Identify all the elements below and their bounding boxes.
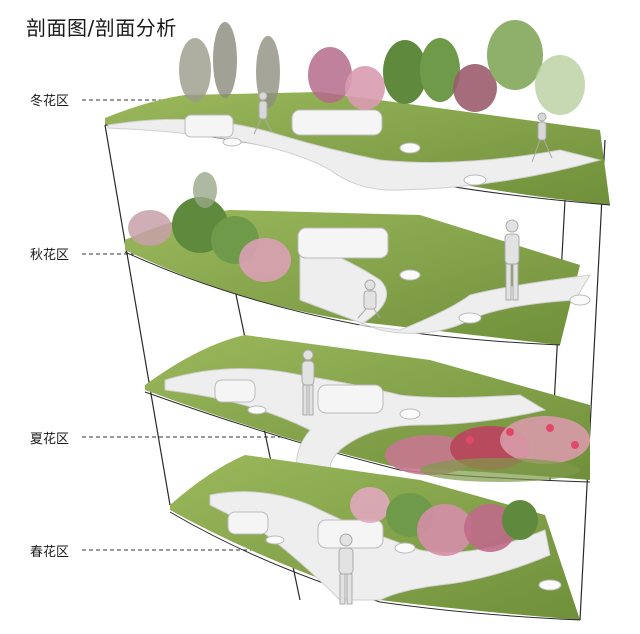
flower-bed-summer <box>385 416 590 482</box>
layer-label-spring: 春花区 <box>30 545 70 560</box>
stool-autumn-1 <box>399 269 421 281</box>
stool-autumn-3 <box>569 294 591 306</box>
path-winter <box>107 118 602 191</box>
stool-spring-1 <box>265 535 285 545</box>
slab-edge-spring <box>169 511 581 621</box>
bench-summer-2 <box>317 384 384 414</box>
stool-winter-2 <box>399 142 421 154</box>
human-figure-spring <box>338 533 354 605</box>
human-figure-autumn-standing <box>504 219 520 301</box>
stool-winter-1 <box>222 137 242 147</box>
stool-spring-2 <box>394 542 416 554</box>
frame-edge-left <box>104 124 171 506</box>
stool-summer-1 <box>247 405 267 415</box>
layer-label-winter: 冬花区 <box>30 94 70 109</box>
layer-label-summer: 夏花区 <box>30 432 70 447</box>
human-figure-winter-1 <box>253 91 273 135</box>
human-figure-autumn-sitting <box>357 279 381 319</box>
bench-autumn-1 <box>297 227 389 259</box>
frame-edge-right-rear <box>579 139 606 621</box>
bench-spring-1 <box>227 511 269 535</box>
layer-label-autumn: 秋花区 <box>30 248 70 263</box>
tree-cluster-spring <box>350 487 538 556</box>
bench-summer-1 <box>214 379 256 403</box>
layer-summer <box>144 335 591 483</box>
layer-spring <box>169 455 581 621</box>
human-figure-summer <box>301 349 315 416</box>
tree-cluster-autumn <box>128 172 291 282</box>
stool-winter-3 <box>463 174 487 186</box>
page-title: 剖面图/剖面分析 <box>26 16 177 40</box>
stool-autumn-2 <box>458 312 482 324</box>
grass-slab-winter <box>105 92 610 205</box>
bench-winter-2 <box>291 109 383 136</box>
path-autumn <box>299 239 591 334</box>
stool-spring-3 <box>538 579 562 591</box>
layer-winter <box>104 20 611 206</box>
bench-winter-1 <box>184 114 234 138</box>
tree-cluster-winter <box>179 20 585 115</box>
stool-summer-2 <box>399 408 421 420</box>
path-summer <box>164 368 547 481</box>
layer-autumn <box>124 172 591 346</box>
human-figure-winter-2 <box>531 112 553 163</box>
